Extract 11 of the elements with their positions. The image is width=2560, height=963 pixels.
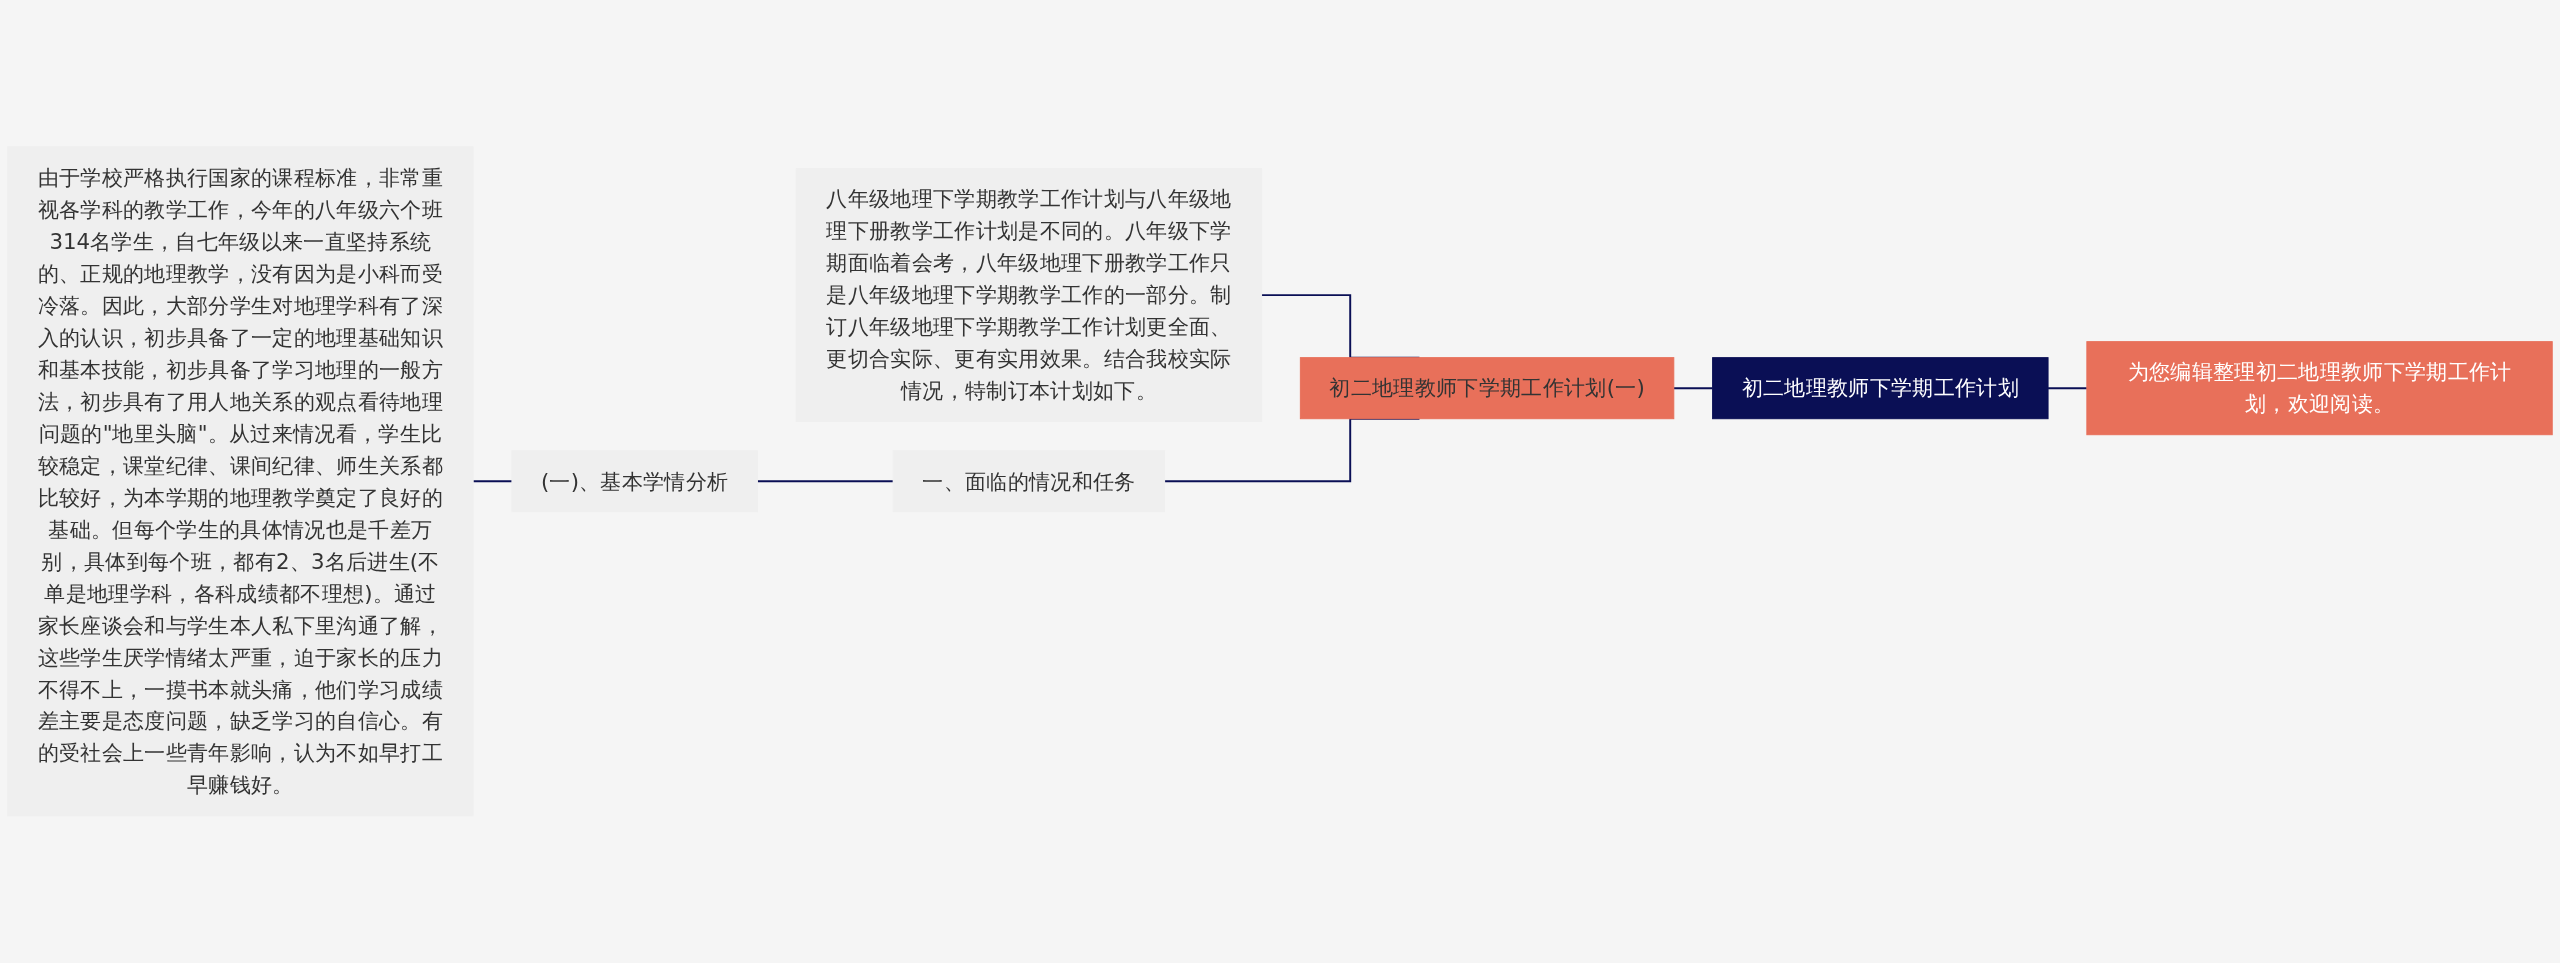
- node-box: 初二地理教师下学期工作计划: [1712, 357, 2049, 420]
- connector: [472, 480, 513, 483]
- node-box: 八年级地理下学期教学工作计划与八年级地理下册教学工作计划是不同的。八年级下学期面临着会考，八年级地理下册教学工作只是八年级地理下学期教学工作的一部分。制订八年级地理下学期教学工作计划更全面、更切合实际、更有实用效果。结合我校实际情况，特制订本计划如下。: [795, 168, 1263, 423]
- node-box: (一)、基本学情分析: [511, 450, 758, 513]
- node-box: 初二地理教师下学期工作计划(一): [1299, 357, 1675, 420]
- connector: [1672, 387, 1714, 390]
- node-box: 为您编辑整理初二地理教师下学期工作计划，欢迎阅读。: [2086, 341, 2553, 436]
- node-box: 由于学校严格执行国家的课程标准，非常重视各学科的教学工作，今年的八年级六个班314名学生，自七年级以来一直坚持系统的、正规的地理教学，没有因为是小科而受冷落。因此，大部分学生对地理学科有了深入的认识，初步具备了一定的地理基础知识和基本技能，初步具备了学习地理的一般方法，初步具有了用人地关系的观点看待地理问题的"地里头脑"。从过来情况看，学生比较稳定，课堂纪律、课间纪律、师生关系都比较好，为本学期的地理教学奠定了良好的基础。但每个学生的具体情况也是千差万别，具体到每个班，都有2、3名后进生(不单是地理学科，各科成绩都不理想)。通过家长座谈会和与学生本人私下里沟通了解，这些学生厌学情绪太严重，迫于家长的压力不得不上，一摸书本就头痛，他们学习成绩差主要是态度问题，缺乏学习的自信心。有的受社会上一些青年影响，认为不如早打工早赚钱好。: [7, 146, 474, 817]
- connector: [2047, 387, 2088, 390]
- connector: [756, 480, 895, 483]
- node-box: 一、面临的情况和任务: [892, 450, 1166, 513]
